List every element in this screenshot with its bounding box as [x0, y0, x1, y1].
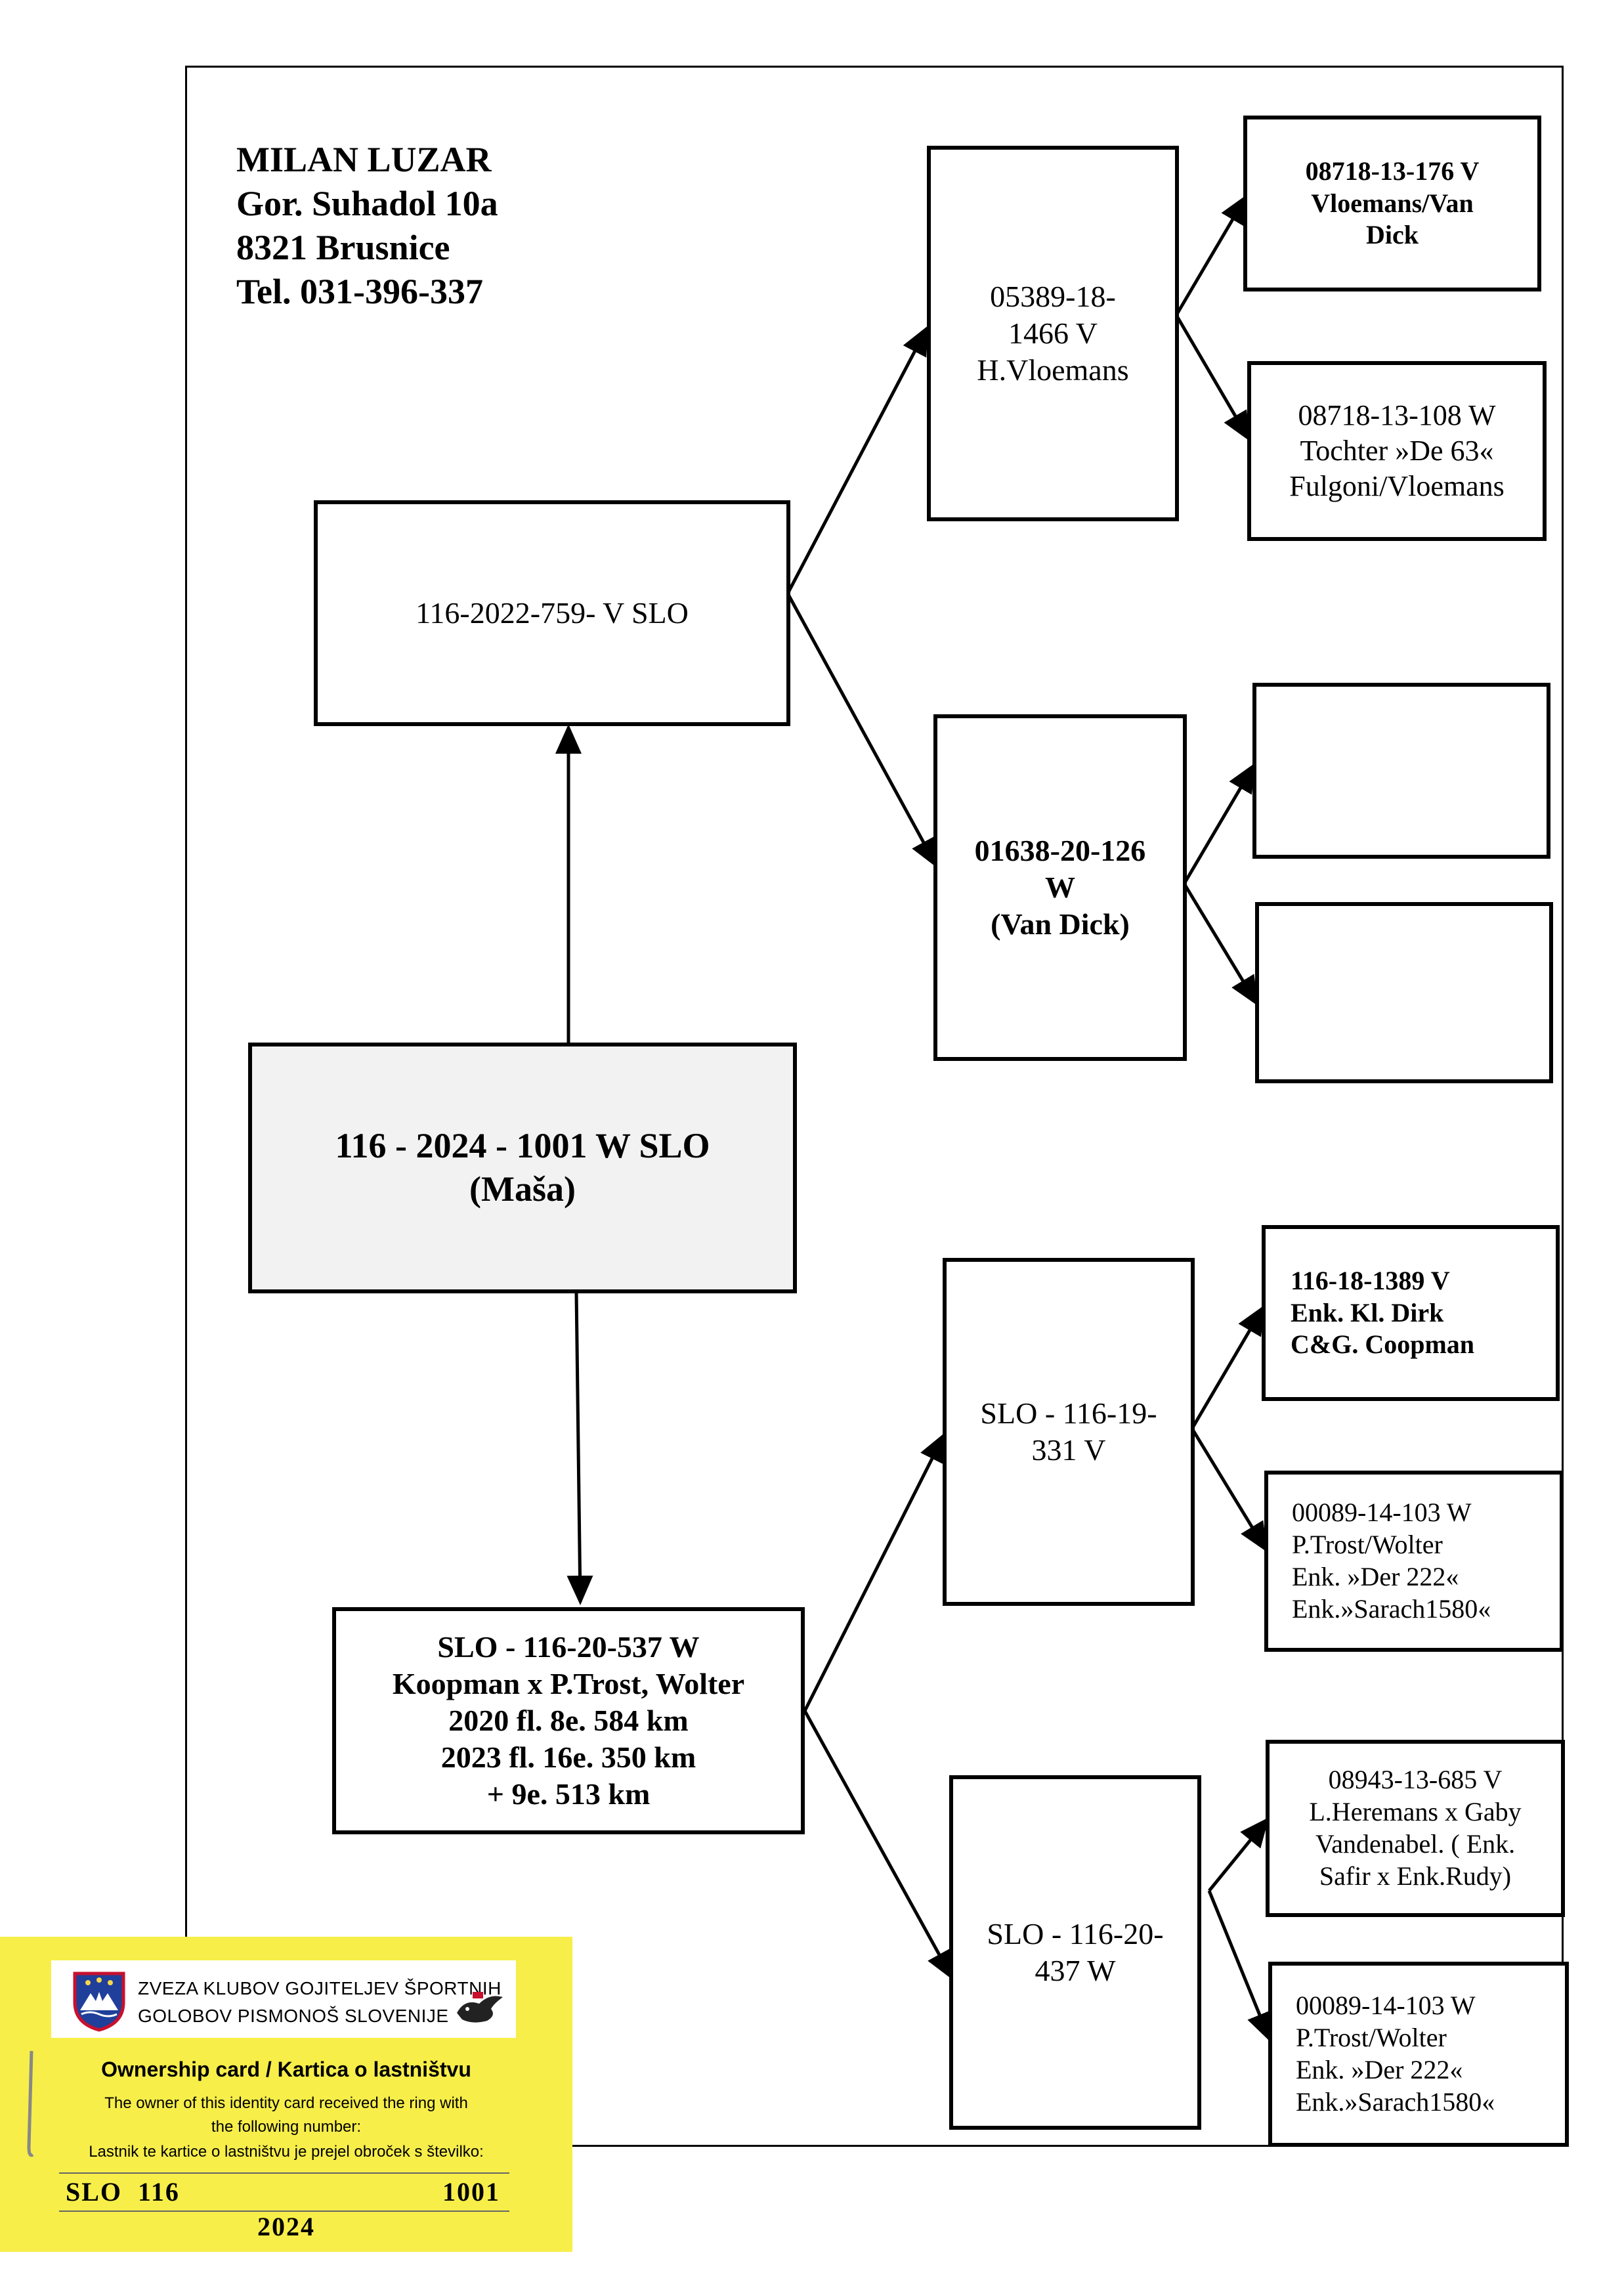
connector-sire-dam: [786, 592, 938, 869]
dd-dam-breeder: P.Trost/Wolter: [1296, 2023, 1447, 2053]
connector-dam-sire: [803, 1432, 946, 1712]
page-frame: [185, 66, 1564, 2147]
dd-sire-ring: 08943-13-685 V: [1328, 1765, 1503, 1795]
staple-icon: [27, 2050, 34, 2157]
box-ss-sire: 08718-13-176 V Vloemans/Van Dick: [1243, 116, 1541, 291]
owner-street: Gor. Suhadol 10a: [236, 183, 498, 223]
card-text-sl: Lastnik te kartice o lastništvu je preje…: [89, 2143, 484, 2161]
connector-ss-sire: [1174, 194, 1248, 316]
ds-dam-dam: Enk.»Sarach1580«: [1292, 1593, 1491, 1624]
ds-sire-breeder: C&G. Coopman: [1291, 1329, 1475, 1360]
connector-ds-sire: [1190, 1305, 1265, 1430]
club-name-line2: GOLOBOV PISMONOŠ SLOVENIJE: [138, 2006, 449, 2026]
dam-dam-ring-2: 437 W: [1035, 1954, 1116, 1987]
box-sire: 116-2022-759- V SLO: [314, 500, 790, 726]
connector-sd-dam: [1182, 882, 1258, 1006]
connector-ds-dam: [1190, 1427, 1268, 1553]
slovenia-crest-icon: [73, 1972, 125, 2032]
box-dd-dam: 00089-14-103 W P.Trost/Wolter Enk. »Der …: [1268, 1962, 1569, 2147]
dd-dam-ring: 00089-14-103 W: [1296, 1991, 1476, 2021]
club-name: ZVEZA KLUBOV GOJITELJEV ŠPORTNIH GOLOBOV…: [138, 1975, 502, 2030]
dd-dam-dam: Enk.»Sarach1580«: [1296, 2086, 1495, 2117]
ss-sire-ring: 08718-13-176 V: [1305, 156, 1480, 186]
sire-dam-ring-1: 01638-20-126: [974, 833, 1146, 867]
box-subject: 116 - 2024 - 1001 W SLO (Maša): [248, 1043, 797, 1293]
box-dam-sire: SLO - 116-19- 331 V: [943, 1258, 1195, 1606]
box-dd-sire: 08943-13-685 V L.Heremans x Gaby Vandena…: [1266, 1740, 1565, 1917]
connector-dam-dam: [803, 1710, 954, 1981]
owner-phone: Tel. 031-396-337: [236, 271, 483, 311]
box-ds-sire: 116-18-1389 V Enk. Kl. Dirk C&G. Coopman: [1262, 1225, 1560, 1401]
box-ds-dam: 00089-14-103 W P.Trost/Wolter Enk. »Der …: [1264, 1471, 1564, 1652]
dd-sire-pairing-1: L.Heremans x Gaby: [1309, 1797, 1522, 1827]
dam-pairing: Koopman x P.Trost, Wolter: [392, 1666, 745, 1700]
dam-result-2: 2023 fl. 16e. 350 km: [440, 1740, 696, 1775]
subject-name: (Maša): [469, 1169, 576, 1209]
ds-dam-sire: Enk. »Der 222«: [1292, 1562, 1459, 1591]
ds-dam-ring: 00089-14-103 W: [1292, 1498, 1472, 1528]
owner-city: 8321 Brusnice: [236, 227, 450, 267]
ds-sire-ring: 116-18-1389 V: [1291, 1265, 1450, 1295]
card-title: Ownership card / Kartica o lastništvu: [101, 2058, 471, 2081]
owner-address: MILAN LUZAR Gor. Suhadol 10a 8321 Brusni…: [236, 138, 498, 314]
dam-result-3: + 9e. 513 km: [486, 1777, 651, 1811]
dd-sire-pairing-2: Vandenabel. ( Enk.: [1315, 1829, 1516, 1859]
ds-dam-breeder: P.Trost/Wolter: [1292, 1530, 1443, 1560]
club-name-line1: ZVEZA KLUBOV GOJITELJEV ŠPORTNIH: [138, 1978, 502, 1998]
box-dam: SLO - 116-20-537 W Koopman x P.Trost, Wo…: [332, 1607, 805, 1834]
card-text-en-2: the following number:: [211, 2118, 362, 2136]
sire-sire-breeder: H.Vloemans: [977, 353, 1129, 387]
box-dam-dam: SLO - 116-20- 437 W: [949, 1775, 1201, 2130]
card-text-en-1: The owner of this identity card received…: [104, 2094, 468, 2112]
ownership-card: ZVEZA KLUBOV GOJITELJEV ŠPORTNIH GOLOBOV…: [0, 1937, 572, 2252]
dam-sire-ring-1: SLO - 116-19-: [980, 1396, 1157, 1430]
box-sd-sire: [1252, 683, 1550, 859]
sire-dam-ring-2: W: [1045, 870, 1075, 904]
box-ss-dam: 08718-13-108 W Tochter »De 63« Fulgoni/V…: [1247, 361, 1547, 541]
sire-ring: 116-2022-759- V SLO: [416, 595, 689, 630]
connector-sire-sire: [786, 325, 929, 595]
ss-sire-breeder-1: Vloemans/Van: [1311, 188, 1474, 218]
dd-dam-sire: Enk. »Der 222«: [1296, 2055, 1463, 2084]
card-ring-number: 1001: [442, 2177, 500, 2207]
connector-dd-dam: [1207, 1890, 1272, 2042]
dam-ring: SLO - 116-20-537 W: [437, 1629, 700, 1664]
ss-dam-ring: 08718-13-108 W: [1298, 399, 1496, 432]
box-sd-dam: [1255, 902, 1553, 1083]
dam-sire-ring-2: 331 V: [1031, 1433, 1106, 1467]
card-ring-year: 2024: [257, 2212, 315, 2241]
pigeon-logo-icon: [457, 1992, 503, 2023]
connector-sd-sire: [1182, 762, 1256, 885]
ss-sire-breeder-2: Dick: [1366, 220, 1419, 250]
box-sire-sire: 05389-18- 1466 V H.Vloemans: [927, 146, 1179, 521]
ds-sire-name: Enk. Kl. Dirk: [1291, 1297, 1444, 1327]
connector-subject-dam: [566, 1291, 593, 1605]
ss-dam-parent: Tochter »De 63«: [1300, 435, 1494, 467]
card-ring-prefix: SLO 116: [66, 2177, 180, 2207]
owner-name: MILAN LUZAR: [236, 140, 492, 179]
box-sire-dam: 01638-20-126 W (Van Dick): [933, 714, 1187, 1061]
sire-sire-ring-1: 05389-18-: [990, 279, 1116, 313]
dd-sire-pairing-3: Safir x Enk.Rudy): [1319, 1861, 1512, 1891]
sire-sire-ring-2: 1466 V: [1008, 316, 1098, 350]
sire-dam-breeder: (Van Dick): [991, 907, 1130, 941]
ss-dam-breeder: Fulgoni/Vloemans: [1289, 469, 1505, 502]
subject-ring: 116 - 2024 - 1001 W SLO: [335, 1126, 710, 1166]
connector-ss-dam: [1174, 314, 1250, 442]
card-ring-number-row: SLO 116 1001: [60, 2174, 507, 2210]
card-ring-underline: [59, 2172, 509, 2212]
dam-dam-ring-1: SLO - 116-20-: [987, 1916, 1164, 1951]
card-header: ZVEZA KLUBOV GOJITELJEV ŠPORTNIH GOLOBOV…: [51, 1960, 516, 2038]
dam-result-1: 2020 fl. 8e. 584 km: [448, 1703, 689, 1737]
connector-dd-sire: [1208, 1817, 1270, 1892]
